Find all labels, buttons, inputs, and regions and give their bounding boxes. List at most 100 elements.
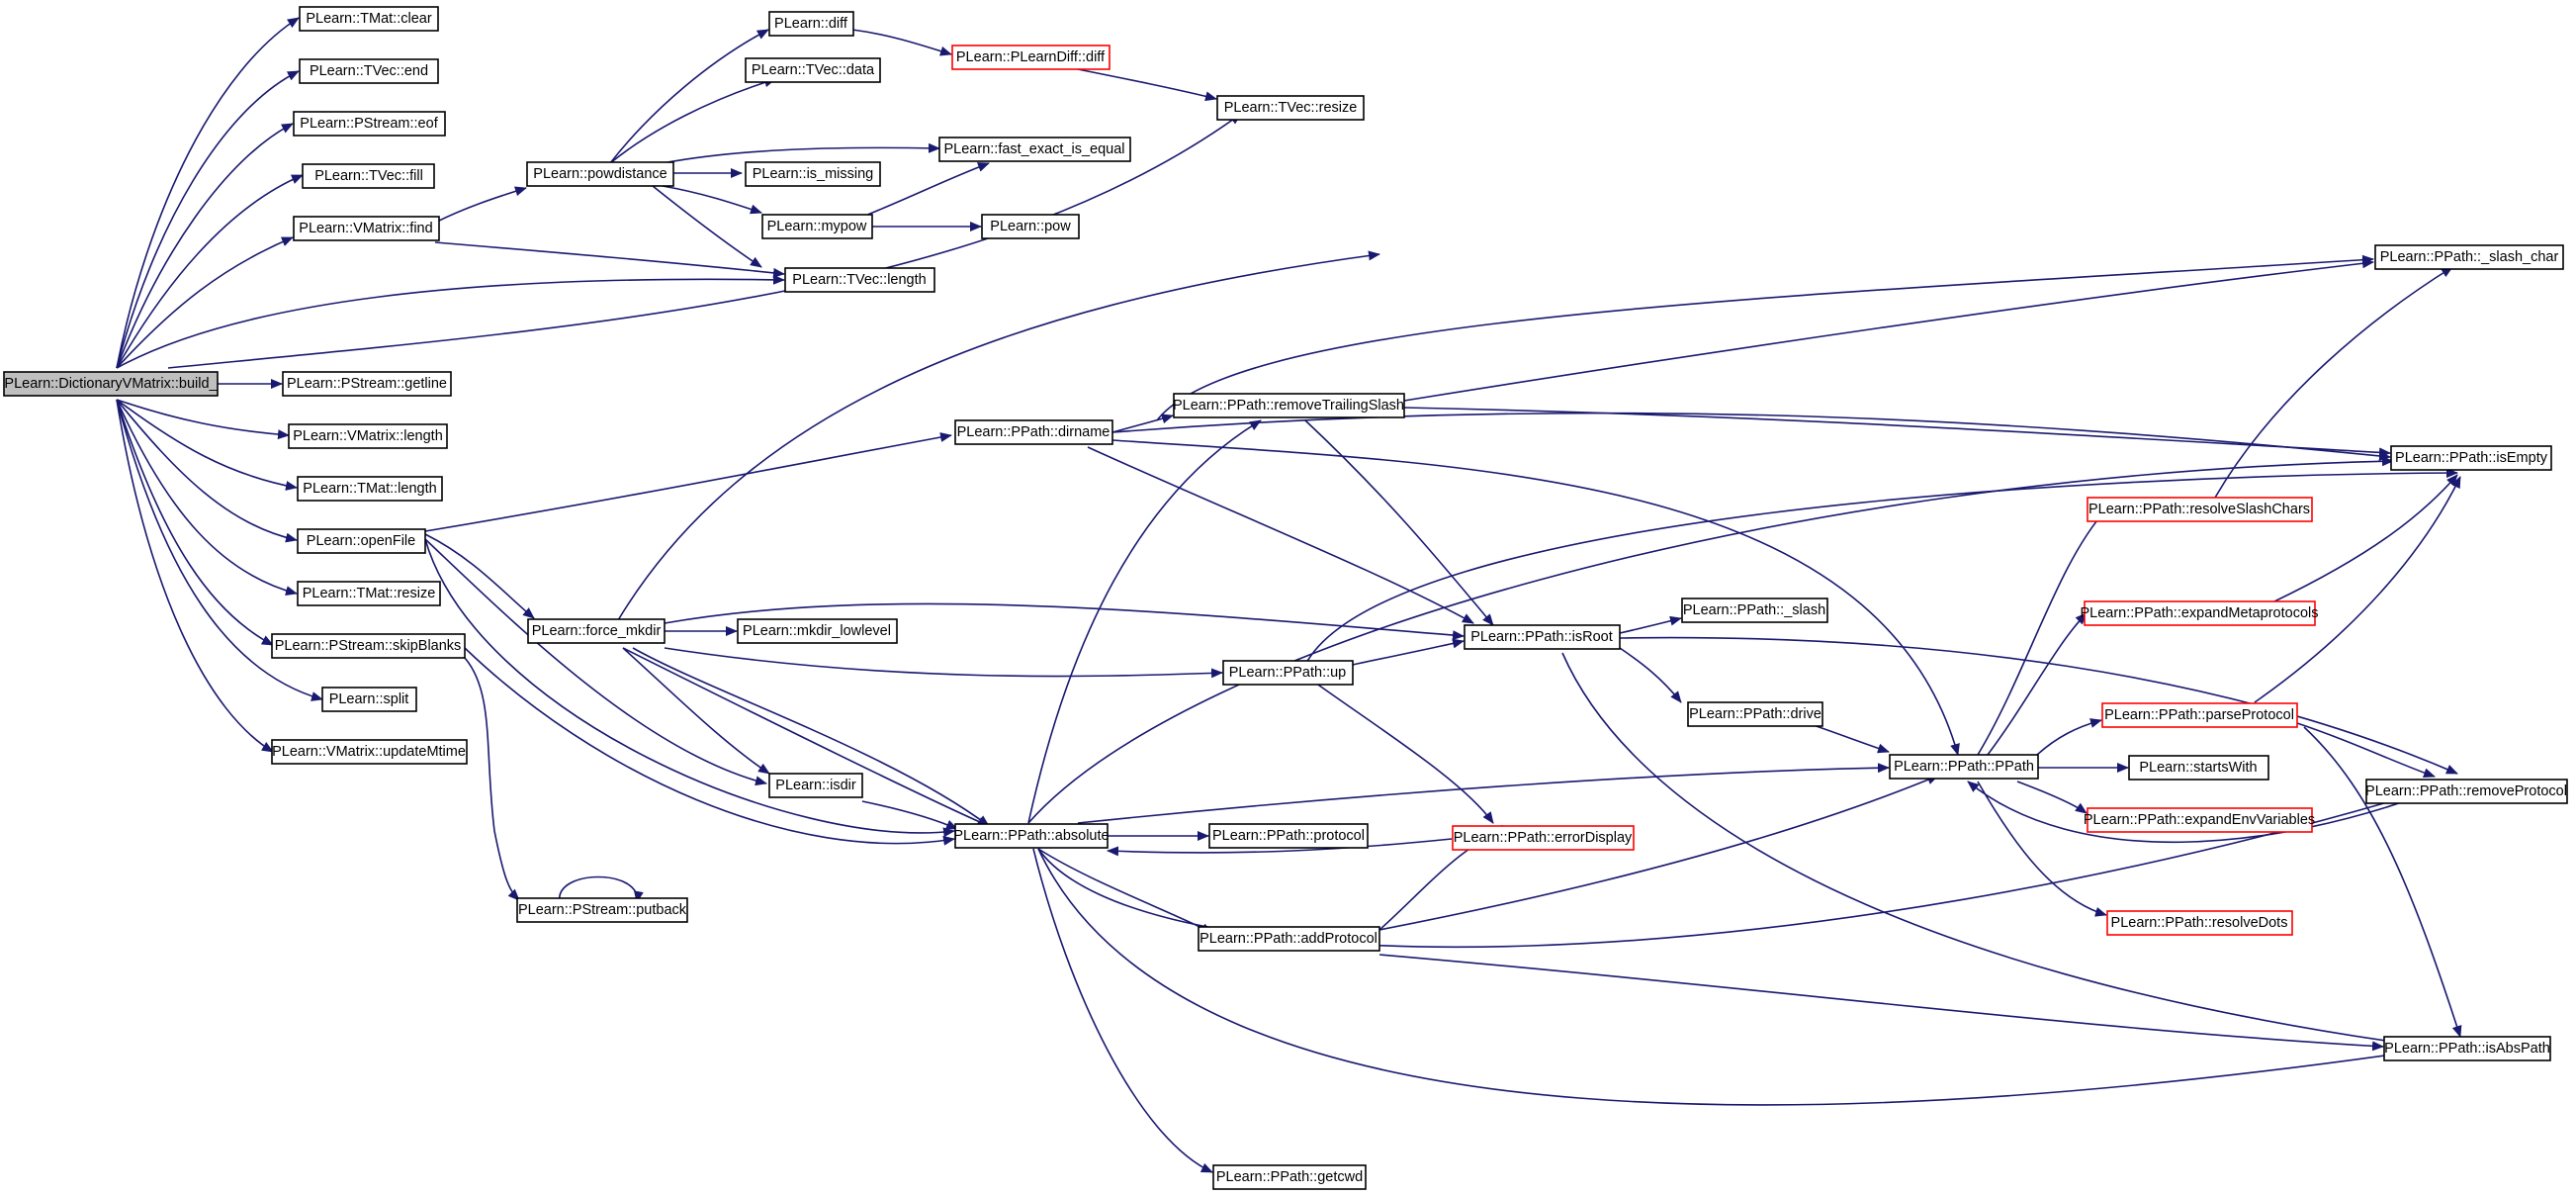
graph-node[interactable]: PLearn::TVec::fill [302,163,435,189]
graph-node[interactable]: PLearn::PStream::skipBlanks [271,633,466,659]
graph-node[interactable]: PLearn::PPath::absolute [953,823,1110,849]
graph-node[interactable]: PLearn::PPath::errorDisplay [1452,825,1635,851]
graph-node[interactable]: PLearn::openFile [297,528,426,554]
graph-node-label: PLearn::PPath::up [1229,665,1347,681]
edges [116,17,2462,1173]
graph-node[interactable]: PLearn::TMat::resize [297,581,441,606]
graph-node[interactable]: PLearn::pow [981,214,1080,239]
edge [1037,780,2458,949]
edge [424,538,767,786]
edge [664,647,1223,679]
graph-node[interactable]: PLearn::PPath::resolveSlashChars [2087,497,2313,522]
graph-node[interactable]: PLearn::PStream::putback [516,897,688,923]
edge [1352,638,1465,666]
graph-node[interactable]: PLearn::TVec::resize [1216,95,1365,121]
graph-node[interactable]: PLearn::PStream::eof [293,111,446,137]
graph-node-label: PLearn::PPath::dirname [957,424,1110,440]
graph-node[interactable]: PLearn::TMat::length [297,476,443,502]
edge [116,399,298,596]
edge [116,174,304,369]
edge [1378,954,2384,1052]
edge [1304,468,2458,666]
edge [1619,647,1682,703]
graph-node[interactable]: PLearn::PPath::protocol [1208,823,1369,849]
graph-node-label: PLearn::PLearnDiff::diff [956,49,1106,65]
graph-node-label: PLearn::PPath::expandEnvVariables [2084,812,2315,828]
graph-node-label: PLearn::mypow [767,219,867,234]
graph-node[interactable]: PLearn::PPath::removeProtocol [2365,779,2568,804]
graph-node[interactable]: PLearn::VMatrix::find [293,216,440,241]
graph-node-label: PLearn::TVec::resize [1224,100,1358,116]
edge [1314,682,1494,824]
edge [609,77,776,164]
graph-node[interactable]: PLearn::TMat::clear [299,6,439,32]
graph-node-label: PLearn::TVec::fill [314,168,423,184]
graph-node[interactable]: PLearn::PStream::getline [282,371,452,397]
nodes: PLearn::DictionaryVMatrix::build_ PLearn… [3,6,2568,1190]
edge [1156,254,2374,421]
graph-node[interactable]: PLearn::PPath::getcwd [1212,1164,1367,1190]
graph-node[interactable]: PLearn::PPath::expandMetaprotocols [2080,600,2319,626]
edge [652,185,762,268]
edge [1037,848,1213,934]
graph-node[interactable]: PLearn::PPath::PPath [1889,754,2039,780]
graph-node[interactable]: PLearn::PPath::expandEnvVariables [2084,807,2315,833]
graph-node[interactable]: PLearn::TVec::length [784,267,935,293]
graph-node[interactable]: PLearn::TVec::end [299,58,439,84]
graph-node-label: PLearn::PPath::removeProtocol [2365,783,2567,799]
graph-node[interactable]: PLearn::isdir [768,773,863,798]
graph-node[interactable]: PLearn::PPath::addProtocol [1198,926,1380,952]
graph-node[interactable]: PLearn::TVec::data [745,57,881,83]
graph-node[interactable]: PLearn::powdistance [526,161,674,187]
edge [632,647,990,827]
graph-node-label: PLearn::PPath::resolveSlashChars [2088,502,2310,517]
graph-node-label: PLearn::PPath::PPath [1894,759,2034,775]
graph-node[interactable]: PLearn::mypow [761,214,873,239]
edge [116,399,298,543]
graph-node-label: PLearn::fast_exact_is_equal [944,141,1125,157]
graph-node[interactable]: PLearn::PPath::dirname [954,419,1113,445]
graph-node[interactable]: PLearn::PPath::drive [1687,701,1823,727]
graph-node[interactable]: PLearn::PPath::up [1222,660,1354,686]
graph-node[interactable]: PLearn::is_missing [745,161,881,187]
edge [1067,66,1217,102]
graph-node[interactable]: PLearn::PLearnDiff::diff [951,45,1110,70]
graph-node[interactable]: PLearn::VMatrix::updateMtime [271,739,468,765]
graph-node[interactable]: PLearn::PPath::parseProtocol [2101,702,2298,728]
graph-node-root[interactable]: PLearn::DictionaryVMatrix::build_ [3,371,219,397]
graph-node[interactable]: PLearn::PPath::resolveDots [2106,910,2293,936]
graph-node[interactable]: PLearn::split [321,687,417,712]
edge [1111,439,1960,756]
graph-node-label: PLearn::pow [990,219,1071,234]
edge [622,647,770,775]
edge [1032,848,1213,1173]
graph-node[interactable]: PLearn::startsWith [2128,755,2269,781]
graph-node[interactable]: PLearn::PPath::removeTrailingSlash [1173,393,1405,418]
graph-node[interactable]: PLearn::force_mkdir [527,618,666,644]
edge [2036,718,2102,756]
graph-node[interactable]: PLearn::VMatrix::length [288,423,448,449]
graph-node-label: PLearn::VMatrix::length [293,428,443,444]
graph-node[interactable]: PLearn::diff [768,11,854,37]
edge [1111,412,2391,461]
graph-node[interactable]: PLearn::PPath::isAbsPath [2383,1036,2551,1061]
edge [116,399,298,491]
edge [859,162,990,219]
graph-node[interactable]: PLearn::mkdir_lowlevel [737,618,898,644]
graph-node[interactable]: PLearn::PPath::isRoot [1464,624,1621,650]
edge [1967,781,2434,844]
graph-node-label: PLearn::force_mkdir [532,623,662,639]
graph-node[interactable]: PLearn::PPath::_slash_char [2374,244,2564,270]
graph-node[interactable]: PLearn::PPath::_slash [1681,598,1828,623]
edge [1304,419,1494,626]
graph-node-label: PLearn::PPath::isEmpty [2395,450,2548,466]
edge [2273,474,2458,602]
graph-node[interactable]: PLearn::fast_exact_is_equal [938,137,1131,162]
graph-node-label: PLearn::PPath::getcwd [1216,1169,1363,1185]
edge [464,657,520,901]
graph-node-label: PLearn::PPath::parseProtocol [2104,707,2294,723]
graph-node-label: PLearn::PPath::_slash [1683,602,1825,618]
graph-node[interactable]: PLearn::PPath::isEmpty [2390,445,2552,471]
edge [116,399,274,753]
edge [116,17,300,369]
